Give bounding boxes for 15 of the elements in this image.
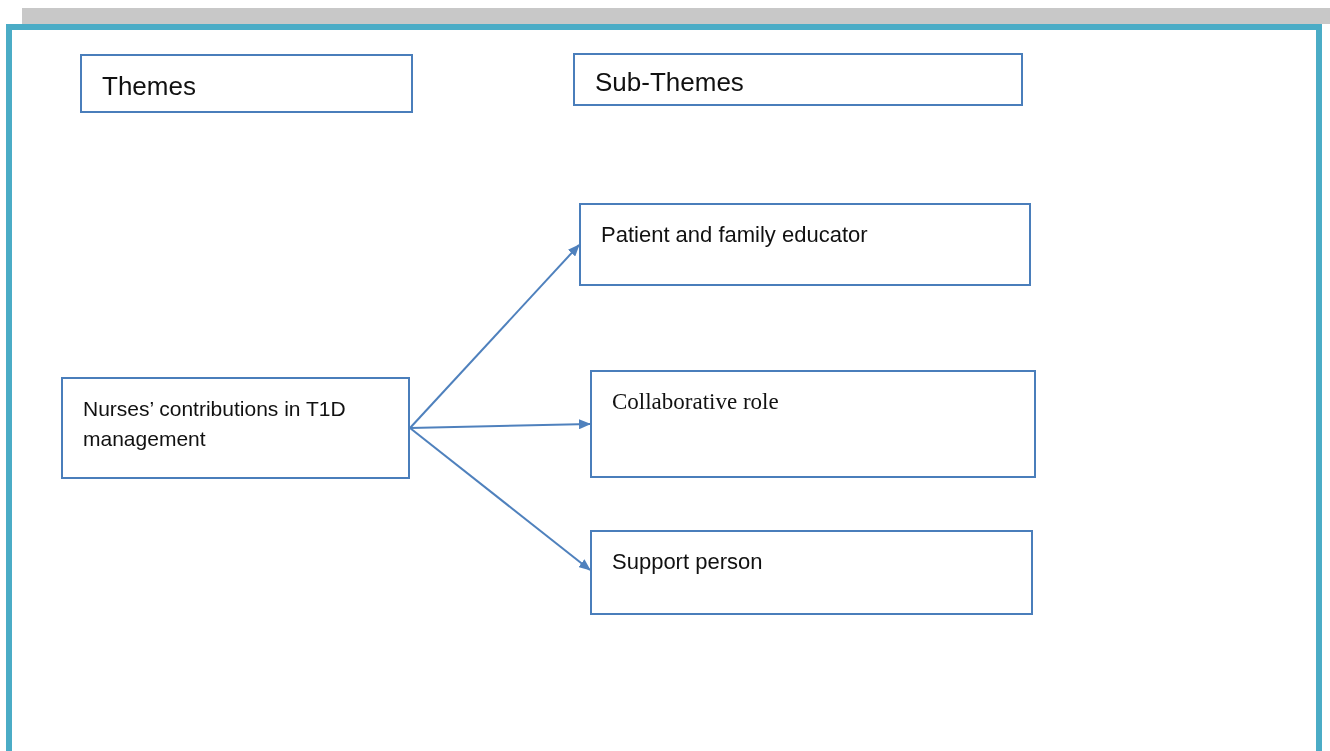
box-label: Nurses’ contributions in T1D management (83, 396, 347, 453)
box-label: Themes (102, 70, 197, 103)
arrow (409, 427, 591, 571)
sub-theme-box (590, 530, 1033, 615)
arrow (409, 419, 591, 430)
sub-theme-box (590, 370, 1036, 478)
theme-box (61, 377, 410, 479)
sub-theme-box (579, 203, 1031, 286)
column-heading-box (80, 54, 413, 113)
box-label: Collaborative role (612, 388, 780, 416)
column-heading-box (573, 53, 1023, 106)
box-label: Patient and family educator (601, 221, 869, 249)
box-label: Sub-Themes (595, 66, 745, 99)
arrow (409, 244, 580, 429)
box-label: Support person (612, 548, 764, 576)
